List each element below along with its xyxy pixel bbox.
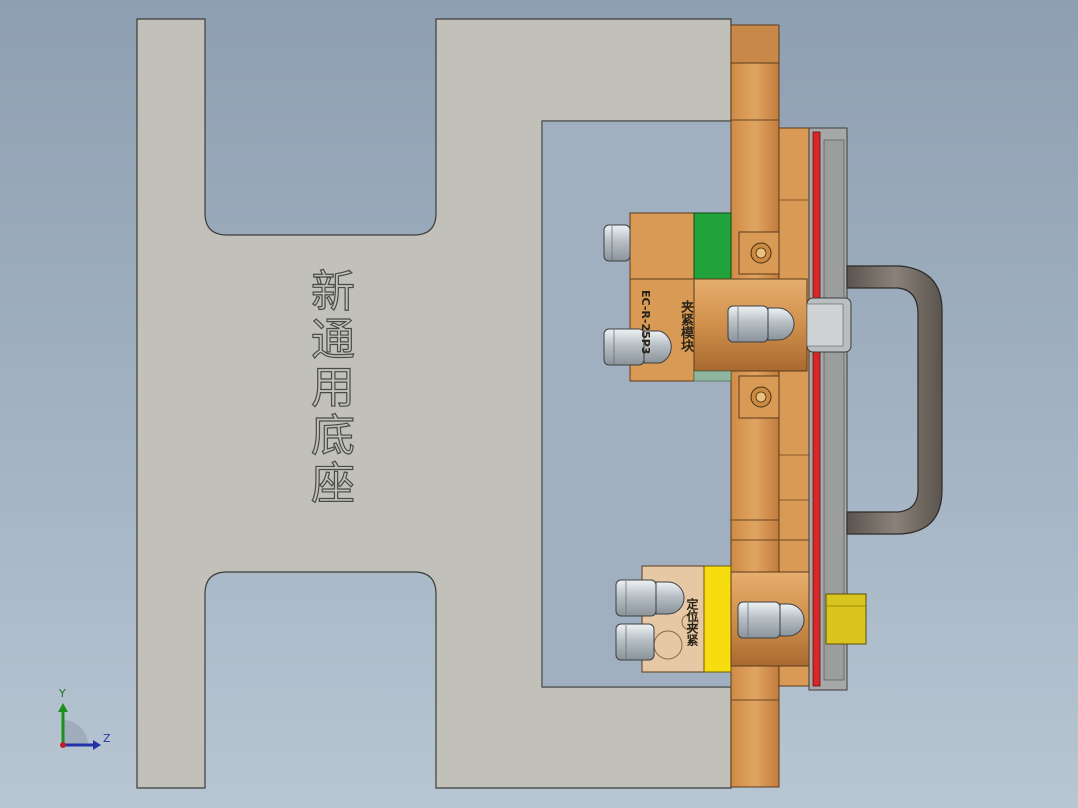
handle <box>846 265 943 535</box>
coordinate-triad <box>58 703 101 750</box>
pneumatic-fitting-4 <box>615 579 685 617</box>
pneumatic-fitting-3 <box>727 305 795 343</box>
triad-y-label: Y <box>59 687 66 700</box>
base-plate <box>136 18 732 789</box>
upper-clamp-module <box>629 212 852 419</box>
lower-block-label: 定位夹紧 <box>685 598 699 646</box>
upper-block-label: 夹紧模块 <box>678 300 693 352</box>
pneumatic-fitting-2 <box>603 328 672 366</box>
upper-block-code: EC-R-25P3 <box>639 290 652 355</box>
pneumatic-fitting-1 <box>603 224 631 262</box>
pneumatic-fitting-6 <box>737 601 805 639</box>
base-label: 新通用底座 <box>302 267 354 508</box>
triad-z-label: Z <box>103 732 111 745</box>
pneumatic-fitting-5 <box>615 623 655 661</box>
